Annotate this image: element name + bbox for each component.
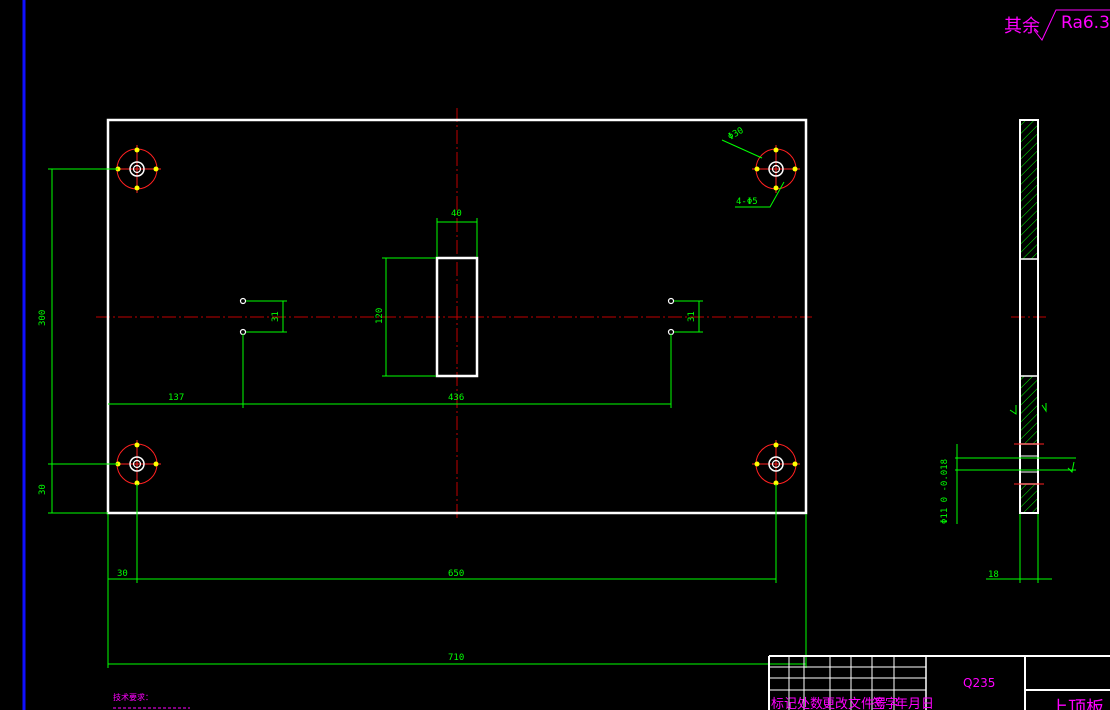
dimension-labels: Φ30 4-Φ5 40 120 31 31 137 436 300 30 30 … [38,126,999,663]
title-cell-mark: 标记 [771,697,797,710]
hole-group-bottom-right [752,440,800,488]
dim-pos-137: 137 [168,393,184,403]
dim-offset-31-left: 31 [271,311,281,322]
title-block: Q235 标记 处数 更改文件号 签字 年月日 上顶板 [768,655,1110,710]
dim-pos-436: 436 [448,393,464,403]
dim-side-tolerance: Φ11 0 -0.018 [940,459,950,524]
dim-height-120: 120 [375,308,385,324]
dim-width-40: 40 [451,209,462,219]
side-view-dimension-lines [955,444,1076,583]
title-cell-signature: 签字 [872,696,898,710]
plate-front-view [96,108,812,518]
hole-group-top-left [113,145,161,193]
hole-group-top-right [752,145,800,193]
center-slot [435,256,479,378]
dim-edge-30-vertical: 30 [38,484,48,495]
technical-requirements-title: 技术要求： [113,692,153,702]
dim-holes-4-d5: 4-Φ5 [736,197,758,207]
title-cell-count: 处数 [797,697,823,710]
title-material: Q235 [963,676,995,690]
title-cell-change-doc: 更改文件号 [822,697,887,710]
roughness-prefix: 其余 [1004,16,1040,37]
dim-height-300: 300 [38,310,48,326]
plate-outline [106,118,808,515]
dim-overall-710: 710 [448,653,464,663]
title-part-name: 上顶板 [1050,698,1104,710]
dim-thickness-18: 18 [988,570,999,580]
plate-side-view [1009,119,1075,514]
roughness-value: Ra6.3 [1061,13,1110,33]
dim-diameter-30: Φ30 [727,126,746,143]
dim-edge-30-horizontal: 30 [117,569,128,579]
title-cell-date: 年月日 [895,697,934,710]
hole-group-bottom-left [113,440,161,488]
dim-span-650: 650 [448,569,464,579]
roughness-symbol [1033,9,1110,41]
dimension-lines [48,139,807,668]
dim-offset-31-right: 31 [687,311,697,322]
